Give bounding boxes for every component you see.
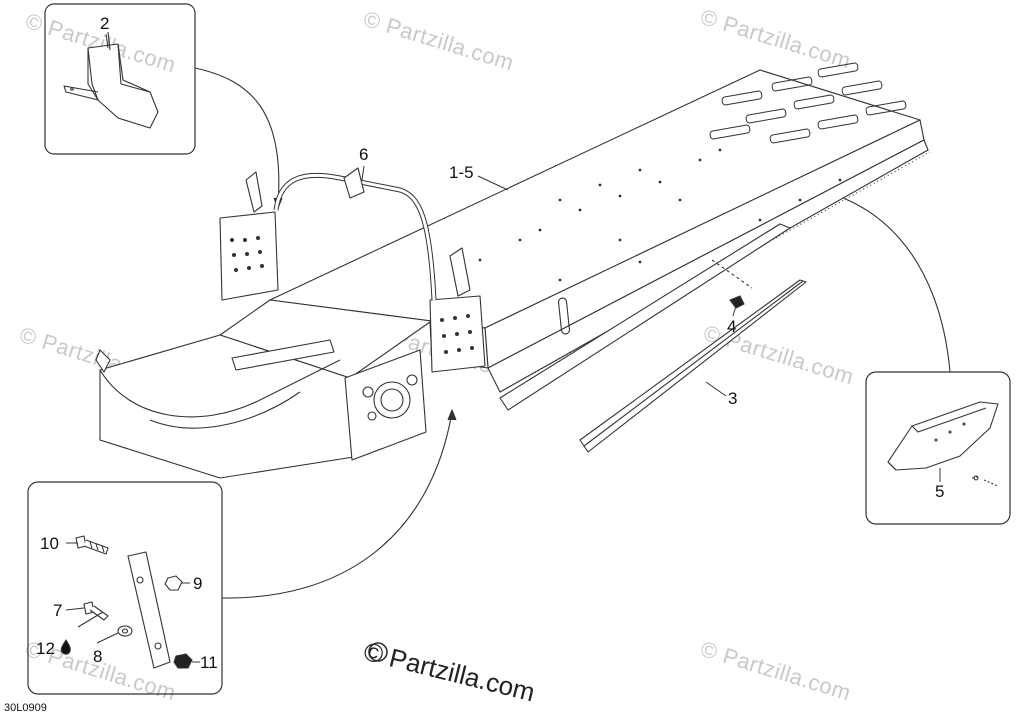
callout-1-5: 1-5 — [449, 163, 474, 182]
chassis-front — [95, 167, 486, 479]
inset-hardware — [27, 481, 223, 695]
callout-12: 12 — [36, 639, 55, 658]
rail-part-3 — [579, 279, 807, 453]
callout-11: 11 — [200, 653, 218, 672]
callout-2: 2 — [100, 14, 110, 33]
copyright-icon — [368, 642, 388, 662]
callout-6: 6 — [359, 145, 369, 164]
callout-5: 5 — [935, 482, 945, 501]
fastener-part-4 — [711, 259, 753, 309]
callout-3: 3 — [728, 389, 738, 408]
leader-curve-2 — [194, 67, 280, 206]
callout-8: 8 — [93, 647, 103, 666]
inset-part-5 — [865, 371, 1011, 525]
callout-7: 7 — [53, 601, 63, 620]
callout-4: 4 — [727, 317, 737, 336]
callout-9: 9 — [193, 574, 203, 593]
inset-part-2 — [44, 3, 196, 155]
callout-leaders — [65, 33, 941, 663]
callout-10: 10 — [40, 534, 59, 553]
rail-strip — [499, 223, 791, 411]
reference-code: 30L0909 — [4, 702, 47, 714]
leader-curve-hw — [221, 411, 453, 599]
